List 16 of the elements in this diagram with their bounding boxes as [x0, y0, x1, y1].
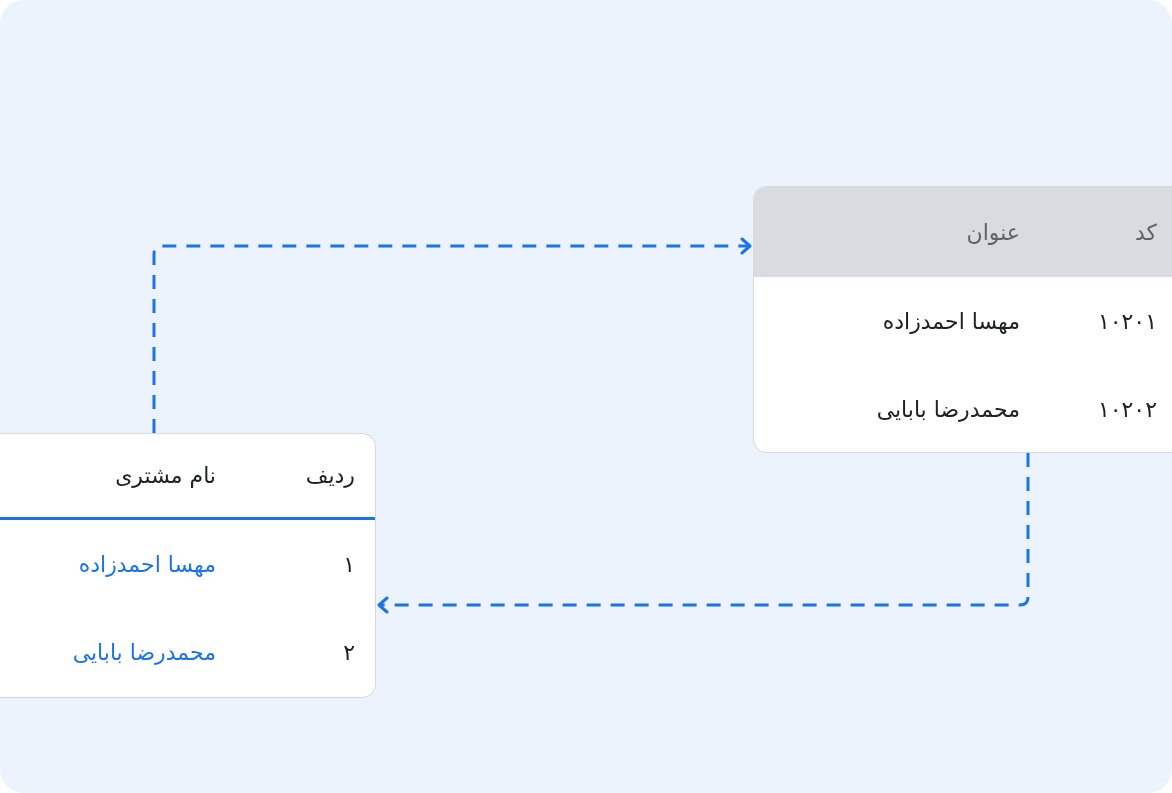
customer-name: مهسا احمدزاده	[78, 551, 216, 577]
column-header: ردیف	[305, 463, 355, 488]
dashed-arrow	[152, 237, 752, 433]
code-number: ۱۰۲۰۲	[1097, 396, 1157, 422]
column-header: نام مشتری	[115, 463, 216, 488]
customer-name: محمدرضا بابایی	[72, 639, 216, 665]
data-table	[0, 433, 376, 698]
row-number: ۲	[343, 639, 355, 665]
column-header: عنوان	[966, 219, 1020, 245]
data-table	[753, 186, 1172, 453]
column-header: کد	[1134, 219, 1157, 245]
dashed-arrow	[377, 453, 1030, 614]
customer-name: مهسا احمدزاده	[882, 308, 1020, 334]
code-number: ۱۰۲۰۱	[1097, 308, 1157, 334]
row-number: ۱	[343, 551, 355, 577]
customer-name: محمدرضا بابایی	[876, 396, 1020, 422]
